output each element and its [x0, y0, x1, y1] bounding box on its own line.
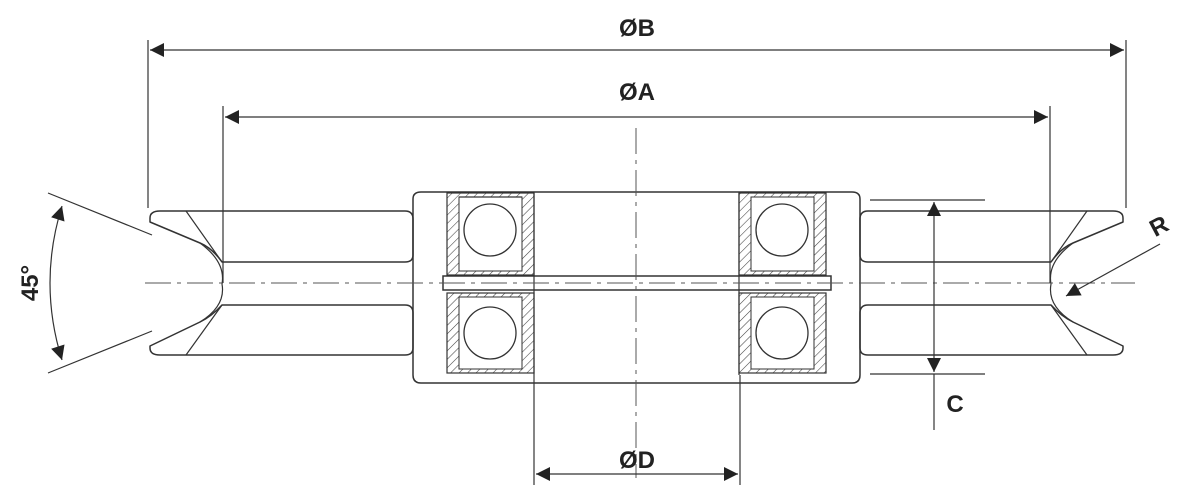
- dimension-c: C: [870, 199, 985, 430]
- label-angle: 45°: [17, 265, 44, 301]
- label-dia-a: ØA: [619, 79, 655, 106]
- ball: [463, 203, 517, 257]
- bearings: [442, 192, 832, 375]
- left-groove-radius: [199, 242, 224, 323]
- label-dia-d: ØD: [619, 447, 655, 474]
- ball: [463, 306, 517, 360]
- dimension-d: ØD: [533, 375, 741, 485]
- right-upper-flange: [859, 210, 1124, 263]
- label-dia-b: ØB: [619, 15, 655, 42]
- ball: [755, 203, 809, 257]
- right-lower-flange: [859, 304, 1124, 356]
- ball: [755, 306, 809, 360]
- label-radius-r: R: [1145, 211, 1173, 243]
- center-lines: [145, 128, 1135, 478]
- dimension-a: ØA: [222, 79, 1051, 283]
- dimension-angle: 45°: [17, 192, 153, 374]
- label-height-c: C: [946, 391, 963, 418]
- left-lower-flange: [149, 304, 414, 356]
- hub-body: [412, 191, 861, 384]
- left-upper-flange: [149, 210, 414, 263]
- dimension-b: ØB: [147, 15, 1127, 208]
- wheel-body: [149, 191, 1124, 384]
- right-groove-radius: [1049, 242, 1074, 323]
